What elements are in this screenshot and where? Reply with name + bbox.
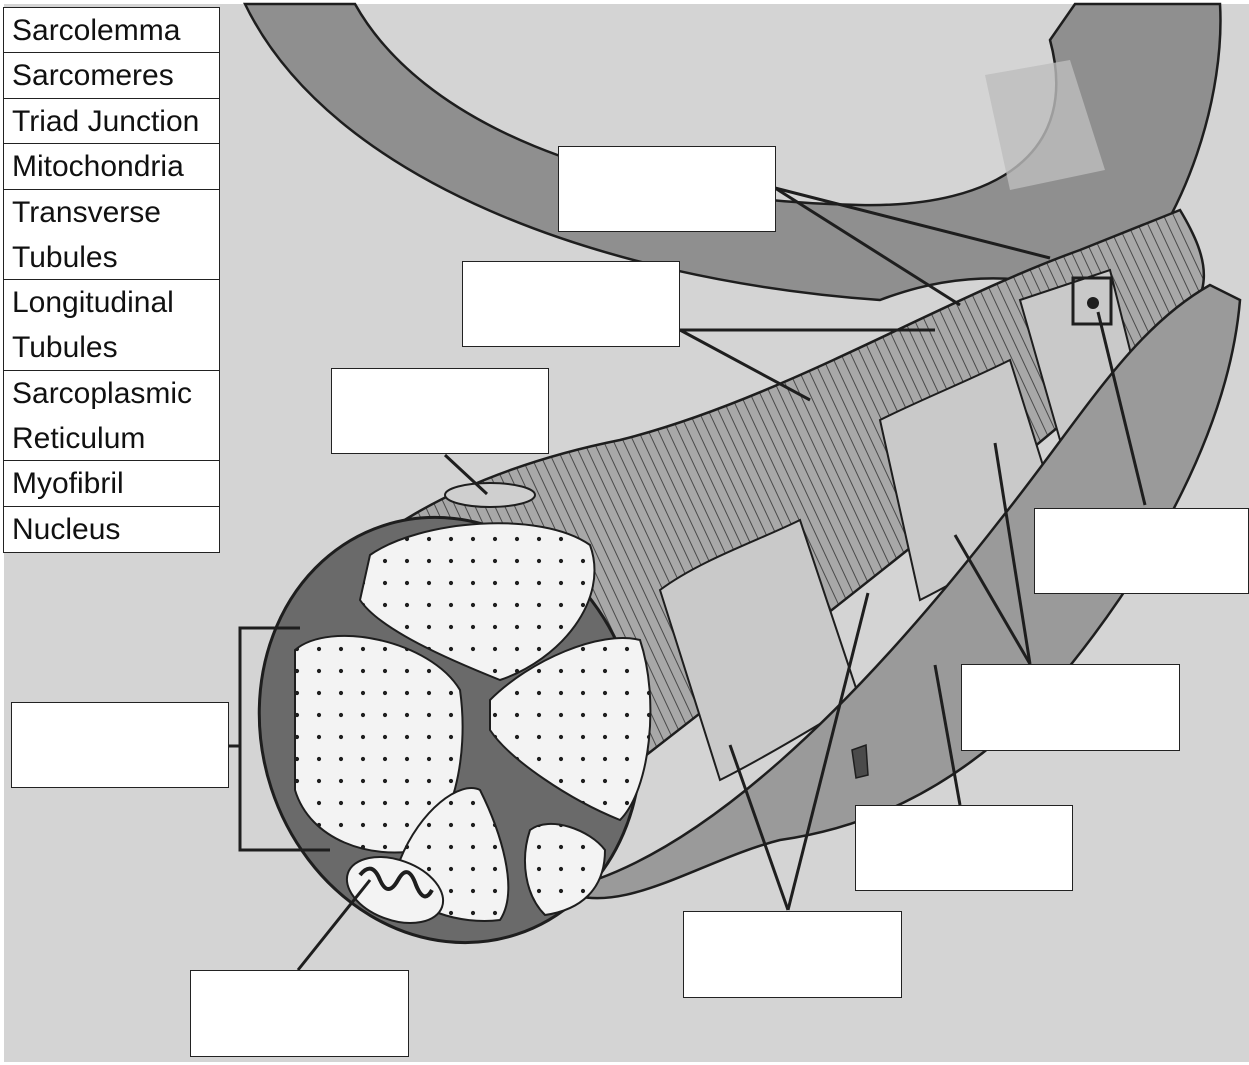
- answer-box-triad-junction[interactable]: [1034, 508, 1249, 594]
- word-bank-item-label: Transverse: [12, 190, 219, 235]
- triad-tubule: [1087, 297, 1099, 309]
- answer-box-myofibril-strands[interactable]: [462, 261, 680, 347]
- answer-box-sarcolemma[interactable]: [855, 805, 1073, 891]
- word-bank-item-myofibril: Myofibril: [3, 460, 220, 507]
- word-bank-item-label: Myofibril: [12, 461, 219, 506]
- answer-box-tubules[interactable]: [683, 911, 902, 998]
- word-bank-item-label: Tubules: [12, 235, 219, 280]
- answer-box-mitochondrion[interactable]: [190, 970, 409, 1057]
- answer-box-myofibril-bundle[interactable]: [11, 702, 229, 788]
- word-bank-item-label: Reticulum: [12, 416, 219, 461]
- answer-box-reticulum[interactable]: [961, 664, 1180, 751]
- word-bank-item-label: Sarcoplasmic: [12, 371, 219, 416]
- word-bank-item-label: Longitudinal: [12, 280, 219, 325]
- word-bank-item-label: Mitochondria: [12, 144, 219, 189]
- word-bank-item-sarcoplasmic-reticulum: Sarcoplasmic Reticulum: [3, 370, 220, 462]
- word-bank: Sarcolemma Sarcomeres Triad Junction Mit…: [3, 8, 220, 553]
- word-bank-item-label: Sarcomeres: [12, 53, 219, 98]
- word-bank-item-nucleus: Nucleus: [3, 506, 220, 553]
- word-bank-item-label: Tubules: [12, 325, 219, 370]
- word-bank-item-label: Nucleus: [12, 507, 219, 552]
- nucleus: [445, 483, 535, 507]
- word-bank-item-label: Triad Junction: [12, 99, 219, 144]
- word-bank-item-longitudinal-tubules: Longitudinal Tubules: [3, 279, 220, 371]
- answer-box-nucleus[interactable]: [331, 368, 549, 454]
- word-bank-item-transverse-tubules: Transverse Tubules: [3, 189, 220, 281]
- word-bank-item-label: Sarcolemma: [12, 8, 219, 53]
- word-bank-item-sarcomeres: Sarcomeres: [3, 52, 220, 99]
- answer-box-sarcomere-top[interactable]: [558, 146, 776, 232]
- word-bank-item-triad-junction: Triad Junction: [3, 98, 220, 145]
- word-bank-item-sarcolemma: Sarcolemma: [3, 7, 220, 54]
- word-bank-item-mitochondria: Mitochondria: [3, 143, 220, 190]
